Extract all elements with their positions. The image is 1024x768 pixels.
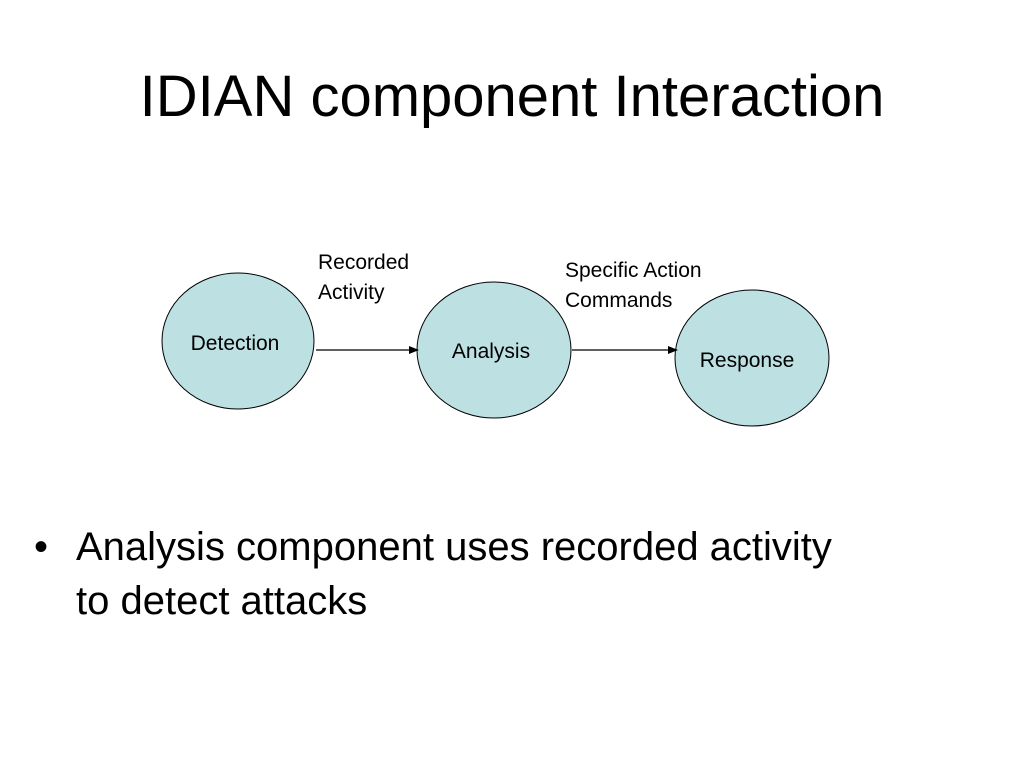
- analysis-node-label: Analysis: [452, 340, 530, 363]
- detection-node-label: Detection: [191, 332, 280, 355]
- edge-label-line: Activity: [318, 281, 385, 304]
- bullet-line: to detect attacks: [76, 579, 368, 623]
- detection-to-analysis-label: Recorded Activity: [318, 251, 415, 304]
- slide-title: IDIAN component Interaction: [139, 64, 885, 129]
- bullet-list: • Analysis component uses recorded activ…: [34, 520, 974, 628]
- detection-node: [161, 272, 315, 410]
- bullet-marker: •: [34, 525, 49, 569]
- edge-label-line: Commands: [565, 289, 672, 312]
- response-node-label: Response: [700, 349, 795, 372]
- edge-label-line: Recorded: [318, 251, 409, 274]
- analysis-to-response-label: Specific Action Commands: [565, 259, 707, 312]
- bullet-item: • Analysis component uses recorded activ…: [34, 520, 974, 628]
- edge-label-line: Specific Action: [565, 259, 702, 282]
- bullet-line: Analysis component uses recorded activit…: [76, 525, 832, 569]
- response-node: [674, 289, 830, 427]
